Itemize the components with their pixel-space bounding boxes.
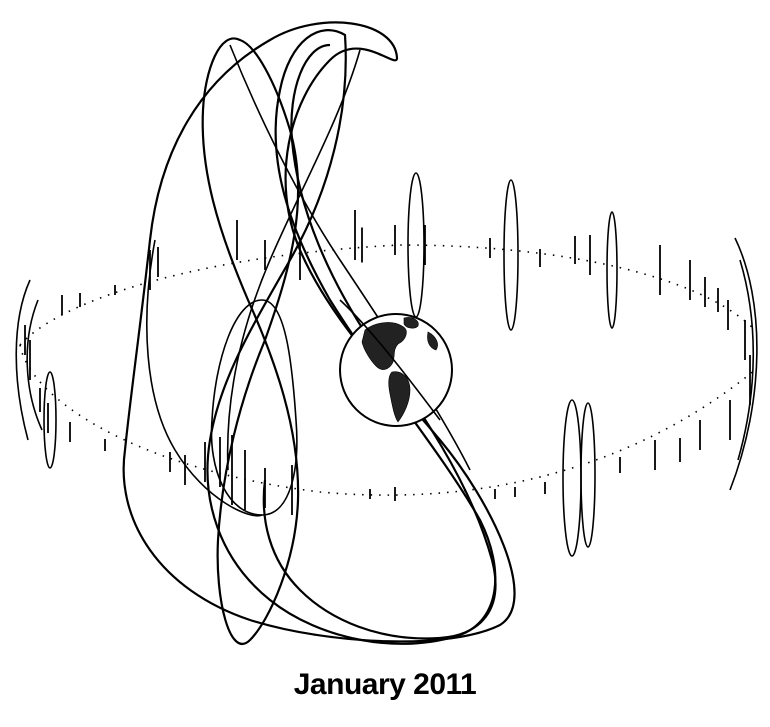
orbit-outer-loop bbox=[122, 21, 516, 643]
orbit-globe-arc bbox=[339, 299, 441, 421]
loop-ellipse-2 bbox=[503, 179, 519, 331]
loop-ellipse-6 bbox=[43, 371, 57, 469]
loop-ellipse-4 bbox=[562, 399, 582, 557]
orbit-tall-loop bbox=[201, 37, 300, 645]
ring-left-edge-inner bbox=[26, 299, 43, 431]
loop-ellipse-1 bbox=[407, 172, 425, 318]
greenland-landmass bbox=[403, 317, 419, 329]
loop-ellipse-3 bbox=[606, 211, 618, 329]
ring-right-edge bbox=[729, 237, 758, 491]
loop-ellipse-5 bbox=[580, 402, 596, 548]
ring-back-dotted bbox=[19, 244, 756, 346]
orbit-diagonal-2 bbox=[226, 49, 361, 471]
ring-left-edge bbox=[15, 279, 31, 441]
south-america-landmass bbox=[388, 371, 411, 423]
ring-right-edge-inner bbox=[737, 259, 755, 461]
ring-front-dotted bbox=[19, 344, 756, 496]
date-caption: January 2011 bbox=[293, 668, 477, 701]
earth-globe bbox=[339, 313, 453, 427]
orbit-left-sweep bbox=[146, 239, 263, 517]
europe-landmass bbox=[427, 331, 438, 351]
